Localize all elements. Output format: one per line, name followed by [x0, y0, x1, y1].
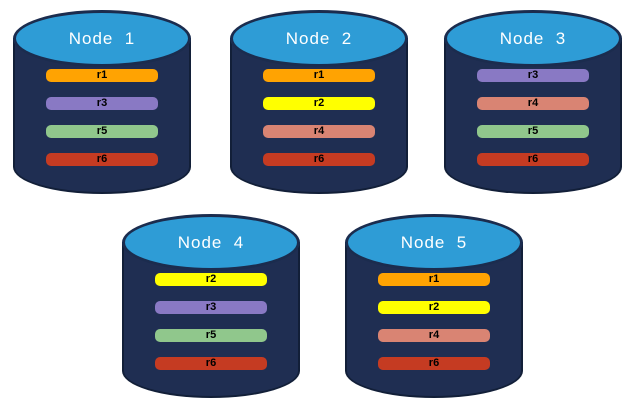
- replica-bar: r6: [263, 153, 375, 166]
- replica-bar: r6: [46, 153, 158, 166]
- replica-bar-group: r3 r4 r5 r6: [477, 69, 589, 181]
- node-1: Node 1 r1 r3 r5 r6: [13, 10, 191, 194]
- node-5: Node 5 r1 r2 r4 r6: [345, 214, 523, 398]
- node-title: Node 4: [177, 232, 245, 252]
- node-title: Node 3: [499, 28, 567, 48]
- cylinder-top: Node 3: [444, 10, 622, 67]
- replica-bar: r6: [378, 357, 490, 370]
- replica-bar: r4: [378, 329, 490, 342]
- replica-bar: r5: [155, 329, 267, 342]
- node-title: Node 1: [68, 28, 136, 48]
- cylinder-top: Node 4: [122, 214, 300, 271]
- replica-bar: r4: [477, 97, 589, 110]
- node-title: Node 2: [285, 28, 353, 48]
- replica-bar: r6: [155, 357, 267, 370]
- replica-bar-group: r1 r3 r5 r6: [46, 69, 158, 181]
- replica-bar: r4: [263, 125, 375, 138]
- replica-bar-group: r2 r3 r5 r6: [155, 273, 267, 385]
- replica-bar: r2: [378, 301, 490, 314]
- cylinder-top: Node 1: [13, 10, 191, 67]
- node-4: Node 4 r2 r3 r5 r6: [122, 214, 300, 398]
- cylinder-top: Node 2: [230, 10, 408, 67]
- replica-bar: r5: [477, 125, 589, 138]
- node-title: Node 5: [400, 232, 468, 252]
- replica-bar: r2: [263, 97, 375, 110]
- replica-bar: r3: [477, 69, 589, 82]
- node-2: Node 2 r1 r2 r4 r6: [230, 10, 408, 194]
- replica-bar: r5: [46, 125, 158, 138]
- replica-bar-group: r1 r2 r4 r6: [263, 69, 375, 181]
- cylinder-top: Node 5: [345, 214, 523, 271]
- replica-bar: r2: [155, 273, 267, 286]
- replica-bar: r3: [46, 97, 158, 110]
- replica-bar: r1: [46, 69, 158, 82]
- replica-bar: r1: [263, 69, 375, 82]
- replica-bar-group: r1 r2 r4 r6: [378, 273, 490, 385]
- node-3: Node 3 r3 r4 r5 r6: [444, 10, 622, 194]
- replica-bar: r1: [378, 273, 490, 286]
- replica-bar: r6: [477, 153, 589, 166]
- replica-bar: r3: [155, 301, 267, 314]
